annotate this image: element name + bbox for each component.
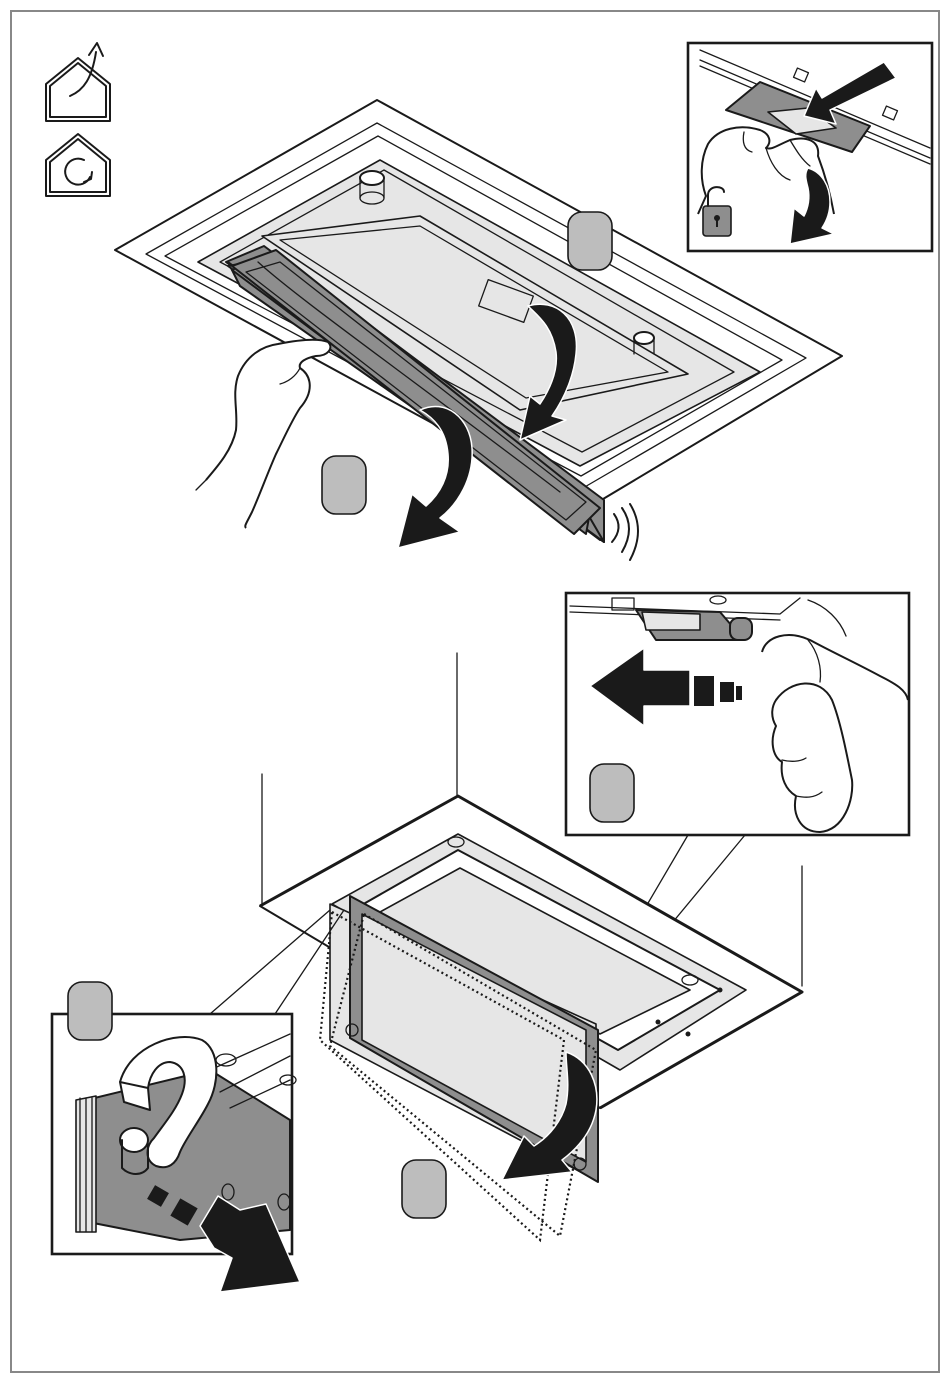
house-circulation-icon — [46, 134, 110, 196]
step-badge-bottom-center — [402, 1160, 446, 1218]
step-badge-top-left — [322, 456, 366, 514]
step-badge-mid-right — [590, 764, 634, 822]
house-arrow-out-icon — [46, 43, 110, 121]
callout-line — [210, 910, 330, 1014]
step-badge-top-right — [568, 212, 612, 270]
detail-inset-release-clip — [566, 593, 909, 835]
step-badge-bottom-left — [68, 982, 112, 1040]
detail-inset-unlock — [688, 43, 932, 251]
detail-inset-hinge-release — [52, 982, 300, 1292]
hand-icon — [196, 340, 330, 528]
